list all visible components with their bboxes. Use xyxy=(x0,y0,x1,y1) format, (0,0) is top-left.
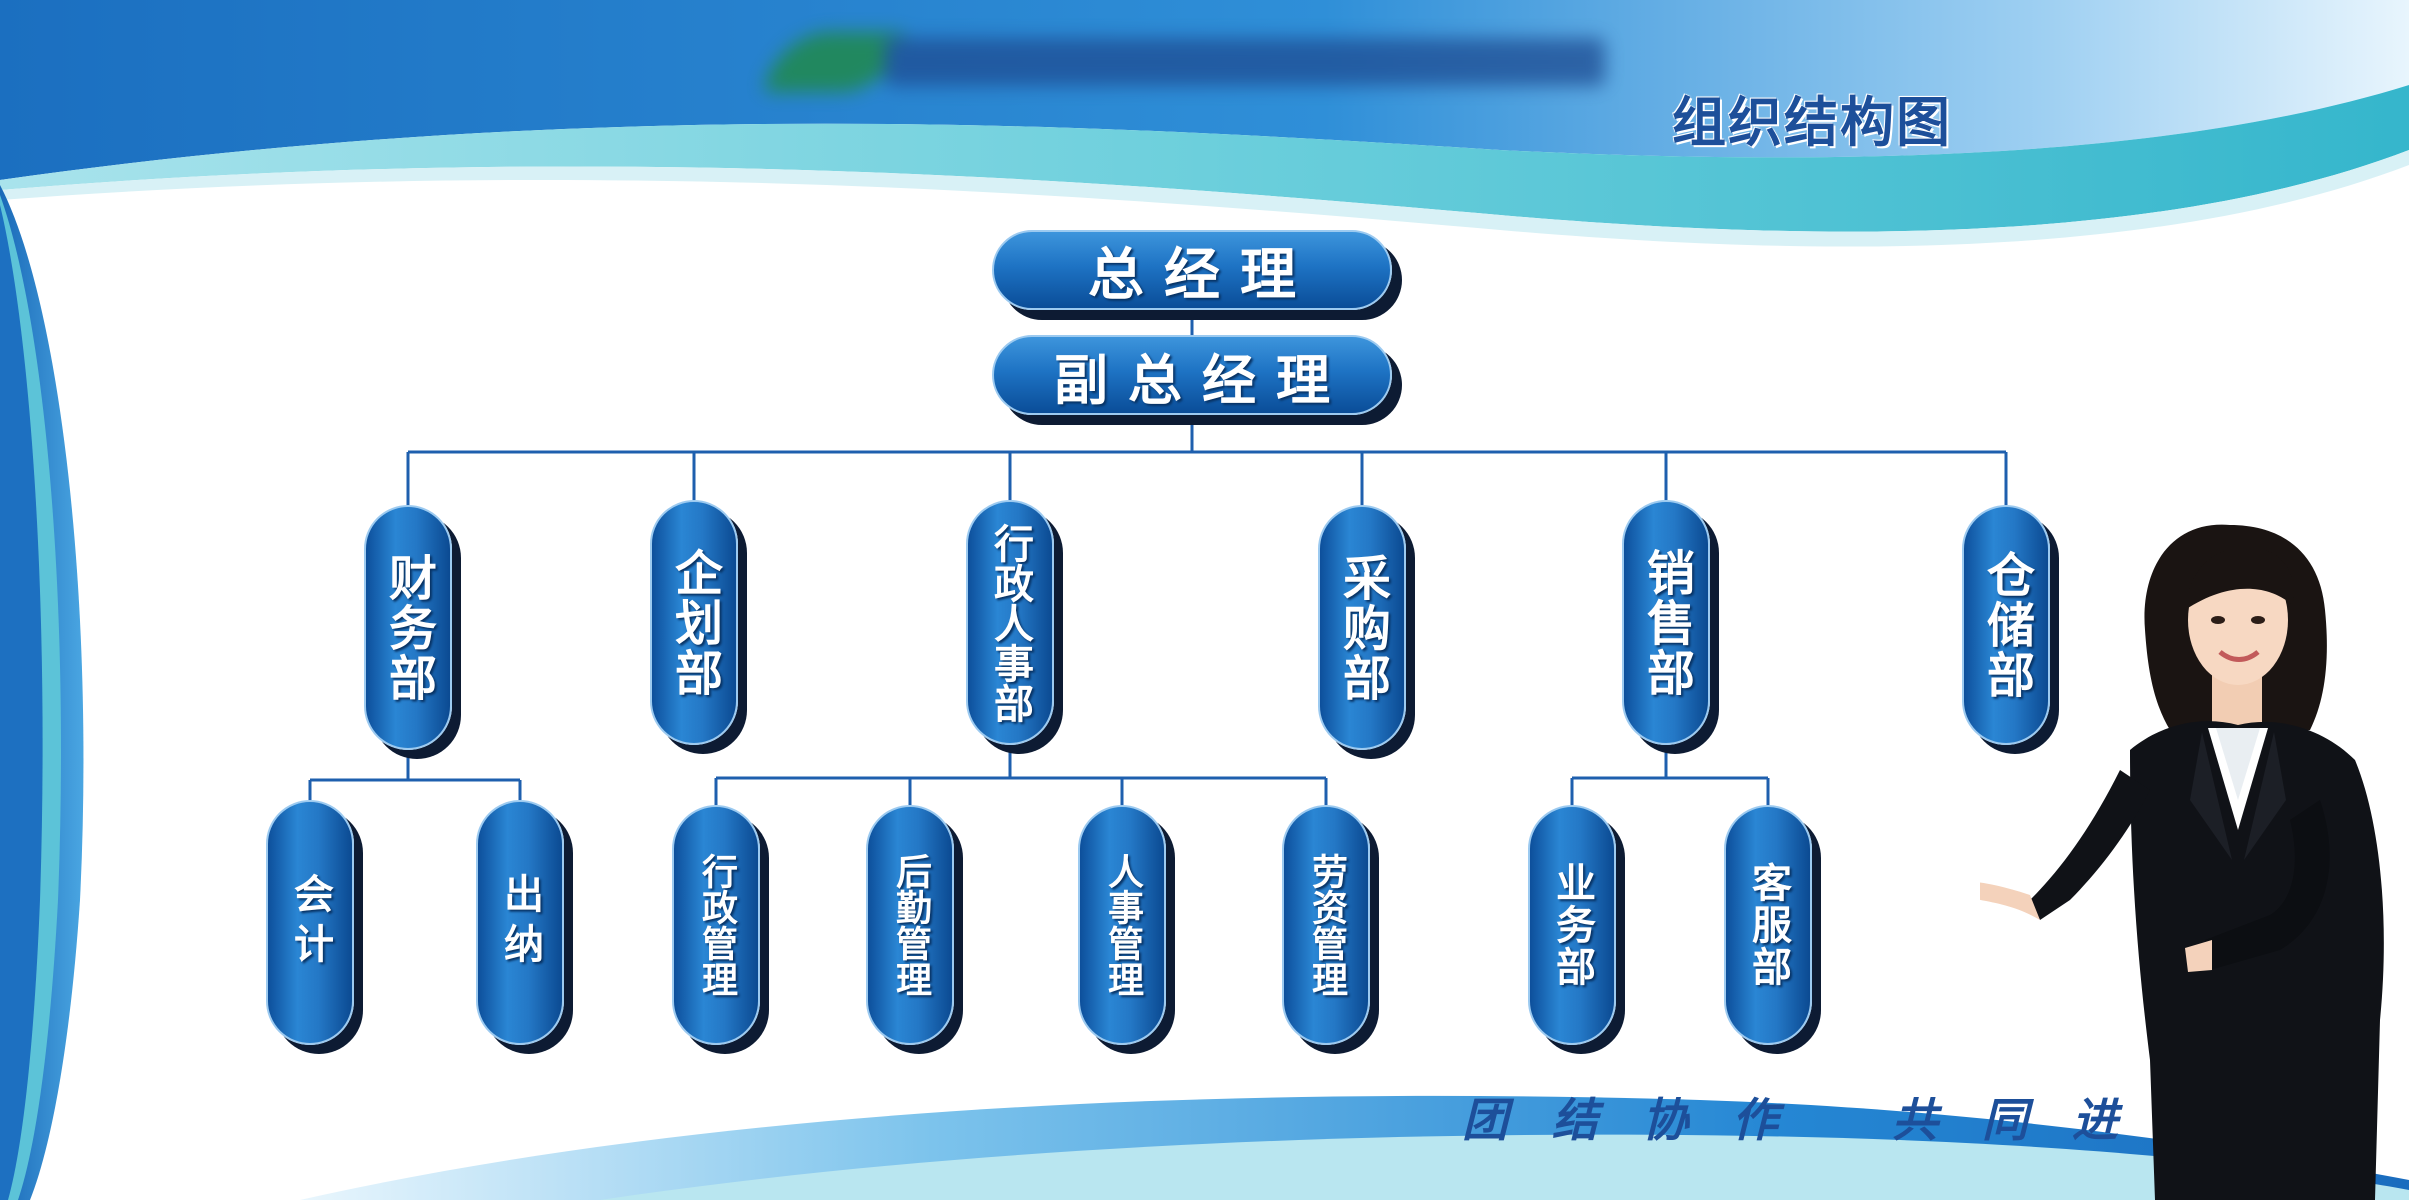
company-logo xyxy=(761,24,1625,104)
slogan-char: 团 xyxy=(1462,1093,1508,1147)
node-sub-labor-wage-mgmt: 劳资管理 xyxy=(1282,805,1370,1045)
node-general-manager-label: 总经理 xyxy=(1088,242,1316,308)
node-sub-customer-service-label: 客服部 xyxy=(1745,862,1791,988)
slogan-char: 结 xyxy=(1552,1093,1598,1147)
slogan-part-1: 团结协作 xyxy=(1440,1085,1800,1155)
slogan-char: 进 xyxy=(2072,1093,2118,1147)
node-dept-admin-hr: 行政人事部 xyxy=(966,500,1054,745)
node-sub-business: 业务部 xyxy=(1528,805,1616,1045)
slogan-char: 共 xyxy=(1892,1093,1938,1147)
node-dept-warehouse: 仓储部 xyxy=(1962,505,2050,745)
node-general-manager: 总经理 xyxy=(992,230,1392,310)
node-sub-cashier-label: 出纳 xyxy=(497,872,543,973)
slogan-char: 作 xyxy=(1732,1093,1778,1147)
chart-title: 组织结构图 xyxy=(1672,91,1952,154)
node-dept-sales: 销售部 xyxy=(1622,500,1710,745)
node-sub-logistics-mgmt: 后勤管理 xyxy=(866,805,954,1045)
node-dept-finance: 财务部 xyxy=(364,505,452,750)
node-sub-hr-mgmt: 人事管理 xyxy=(1078,805,1166,1045)
presenter-figure xyxy=(1980,524,2384,1200)
node-sub-admin-mgmt: 行政管理 xyxy=(672,805,760,1045)
node-sub-labor-wage-mgmt-label: 劳资管理 xyxy=(1306,853,1347,997)
node-dept-purchasing: 采购部 xyxy=(1318,505,1406,750)
node-dept-planning: 企划部 xyxy=(650,500,738,745)
node-dept-planning-label: 企划部 xyxy=(666,547,722,698)
node-sub-business-label: 业务部 xyxy=(1549,862,1595,988)
node-dept-purchasing-label: 采购部 xyxy=(1334,552,1390,703)
node-deputy-general-manager-label: 副总经理 xyxy=(1054,348,1350,412)
node-sub-cashier: 出纳 xyxy=(476,800,564,1045)
node-dept-admin-hr-label: 行政人事部 xyxy=(987,522,1033,723)
slogan-char: 协 xyxy=(1642,1093,1688,1147)
node-sub-accounting-label: 会计 xyxy=(287,872,333,973)
node-sub-hr-mgmt-label: 人事管理 xyxy=(1102,853,1143,997)
node-sub-logistics-mgmt-label: 后勤管理 xyxy=(890,853,931,997)
node-sub-admin-mgmt-label: 行政管理 xyxy=(696,853,737,997)
node-deputy-general-manager: 副总经理 xyxy=(992,335,1392,415)
node-dept-sales-label: 销售部 xyxy=(1638,547,1694,698)
node-dept-warehouse-label: 仓储部 xyxy=(1978,550,2034,700)
node-dept-finance-label: 财务部 xyxy=(380,552,436,703)
node-sub-customer-service: 客服部 xyxy=(1724,805,1812,1045)
slogan-char: 同 xyxy=(1982,1093,2028,1147)
node-sub-accounting: 会计 xyxy=(266,800,354,1045)
